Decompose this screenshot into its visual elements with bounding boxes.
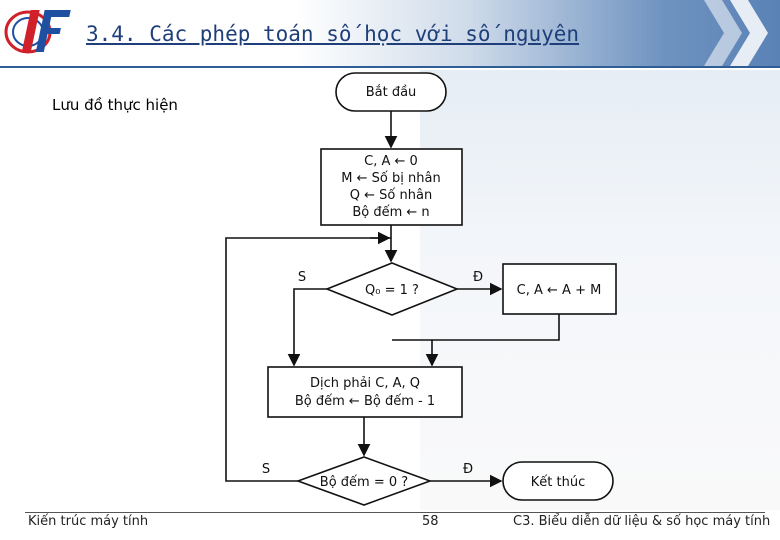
shift-line-2: Bộ đếm ← Bộ đếm - 1 bbox=[295, 394, 435, 409]
header-band bbox=[0, 0, 780, 68]
chevrons-icon bbox=[704, 0, 768, 66]
footer-course: Kiến trúc máy tính bbox=[28, 514, 149, 529]
start-label: Bắt đầu bbox=[366, 85, 417, 100]
footer-divider bbox=[25, 512, 765, 513]
flowchart-caption: Lưu đồ thực hiện bbox=[52, 96, 178, 114]
q0-decision-label: Q₀ = 1 ? bbox=[365, 283, 419, 298]
add-process-box bbox=[502, 263, 617, 315]
end-label: Kết thúc bbox=[531, 475, 585, 490]
counter-decision-label: Bộ đếm = 0 ? bbox=[320, 475, 408, 490]
header-divider bbox=[0, 66, 780, 68]
q0-yes-label: Đ bbox=[473, 270, 483, 285]
init-line-3: Q ← Số nhân bbox=[350, 188, 432, 203]
q0-no-label: S bbox=[298, 270, 306, 285]
counter-yes-label: Đ bbox=[463, 462, 473, 477]
init-line-2: M ← Số bị nhân bbox=[341, 171, 440, 186]
init-process-box bbox=[320, 148, 463, 226]
counter-no-label: S bbox=[262, 462, 270, 477]
footer-page-number: 58 bbox=[422, 514, 439, 529]
init-line-4: Bộ đếm ← n bbox=[352, 205, 429, 220]
q0-decision bbox=[324, 262, 460, 316]
university-logo-icon bbox=[4, 10, 71, 54]
footer-chapter: C3. Biểu diễn dữ liệu & số học máy tính bbox=[513, 514, 771, 529]
add-label: C, A ← A + M bbox=[517, 283, 602, 298]
end-terminal bbox=[502, 461, 614, 501]
init-line-1: C, A ← 0 bbox=[364, 154, 418, 169]
counter-decision bbox=[295, 456, 433, 506]
slide-title: 3.4. Các phép toán số học với số nguyên bbox=[86, 22, 580, 46]
shift-line-1: Dịch phải C, A, Q bbox=[310, 376, 420, 391]
shift-process-box bbox=[267, 366, 463, 418]
